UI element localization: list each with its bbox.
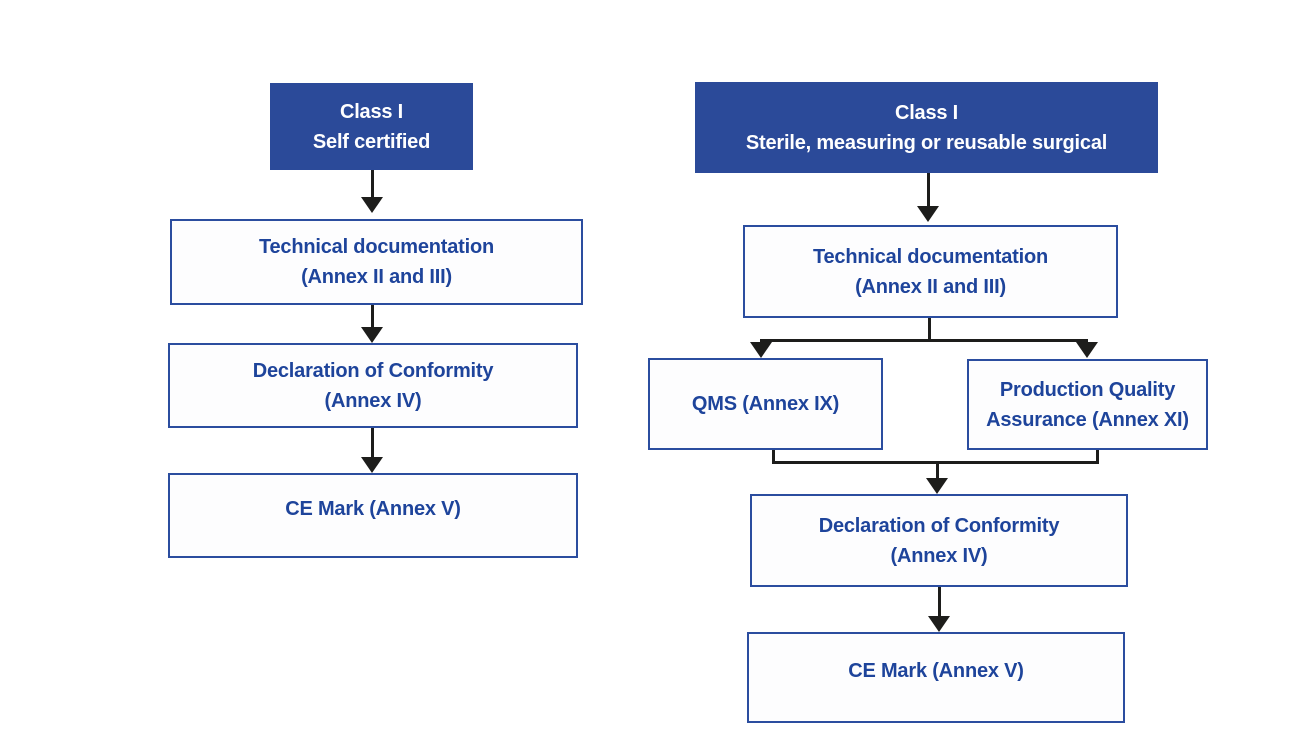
left-ce-mark-line1: CE Mark (Annex V)	[285, 497, 461, 520]
arrow-head-icon	[928, 616, 950, 632]
arrow-stem	[370, 428, 374, 457]
right-tech-doc-box: Technical documentation (Annex II and II…	[743, 225, 1118, 318]
left-tech-doc-line1: Technical documentation	[258, 236, 495, 258]
left-declaration-box: Declaration of Conformity (Annex IV)	[168, 343, 578, 428]
right-ce-mark-line1: CE Mark (Annex V)	[848, 659, 1024, 682]
right-qms-line1: QMS (Annex IX)	[691, 393, 840, 415]
branch-stem-line	[928, 318, 931, 341]
left-tech-doc-line2: (Annex II and III)	[301, 266, 452, 288]
arrow-stem	[370, 305, 374, 327]
merge-left-stub-line	[772, 450, 775, 463]
branch-horizontal-line	[760, 339, 1088, 342]
arrow-stem	[370, 170, 374, 197]
left-tech-doc-box: Technical documentation (Annex II and II…	[170, 219, 583, 305]
merge-horizontal-line	[772, 461, 1099, 464]
right-tech-doc-line2: (Annex II and III)	[855, 275, 1006, 298]
left-declaration-line1: Declaration of Conformity	[252, 359, 494, 382]
right-header-line1: Class I	[894, 101, 959, 124]
arrow-head-icon	[361, 197, 383, 213]
down-arrow	[361, 305, 383, 343]
right-ce-mark-box: CE Mark (Annex V)	[747, 632, 1125, 723]
right-declaration-line1: Declaration of Conformity	[818, 514, 1060, 537]
arrow-stem	[926, 173, 930, 206]
down-arrow	[361, 428, 383, 473]
right-declaration-box: Declaration of Conformity (Annex IV)	[750, 494, 1128, 587]
arrow-head-icon	[361, 457, 383, 473]
right-header-line2: Sterile, measuring or reusable surgical	[745, 131, 1108, 154]
arrow-head-icon	[750, 342, 772, 358]
down-arrow	[928, 587, 950, 632]
right-production-quality-line2: Assurance (Annex XI)	[986, 408, 1189, 431]
arrow-stem	[935, 463, 939, 478]
down-arrow	[917, 173, 939, 222]
arrow-head-icon	[361, 327, 383, 343]
right-production-quality-box: Production Quality Assurance (Annex XI)	[967, 359, 1208, 450]
arrow-head-icon	[917, 206, 939, 222]
left-header-box: Class I Self certified	[270, 83, 473, 170]
arrow-stem	[937, 587, 941, 616]
right-qms-box: QMS (Annex IX)	[648, 358, 883, 450]
right-declaration-line2: (Annex IV)	[890, 544, 988, 567]
arrow-head-icon	[926, 478, 948, 494]
merge-right-stub-line	[1096, 450, 1099, 463]
arrow-head-icon	[1076, 342, 1098, 358]
left-header-line2: Self certified	[312, 130, 431, 153]
down-arrow	[361, 170, 383, 213]
right-tech-doc-line1: Technical documentation	[812, 245, 1049, 268]
left-declaration-line2: (Annex IV)	[324, 389, 422, 412]
left-ce-mark-box: CE Mark (Annex V)	[168, 473, 578, 558]
right-header-box: Class I Sterile, measuring or reusable s…	[695, 82, 1158, 173]
down-arrow	[926, 463, 948, 494]
left-header-line1: Class I	[339, 100, 404, 123]
right-production-quality-line1: Production Quality	[999, 378, 1176, 401]
